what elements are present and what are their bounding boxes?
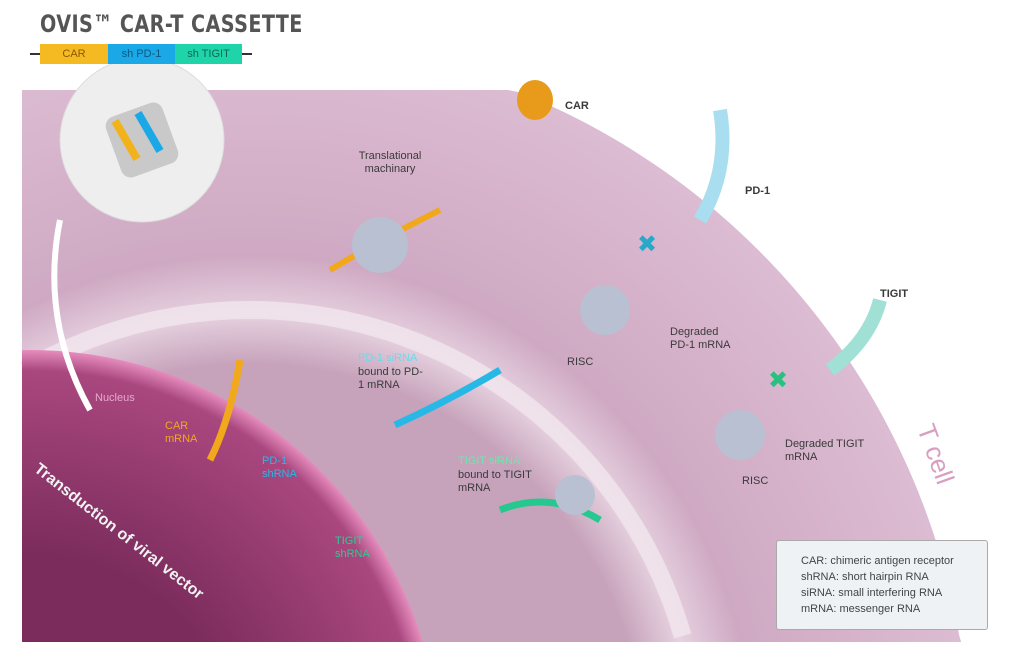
pd1-label: PD-1 <box>745 185 771 197</box>
tigit-bound-label: bound to TIGIT mRNA <box>458 469 532 494</box>
tigit-protein <box>825 298 887 376</box>
legend: CAR: chimeric antigen receptor shRNA: sh… <box>776 540 988 630</box>
cassette-sh-tigit: sh TIGIT <box>175 44 242 64</box>
tigit-shrna-label: TIGIT shRNA <box>335 535 370 560</box>
risc-tigit <box>715 410 765 460</box>
nucleus <box>22 350 440 642</box>
risc-pd1 <box>580 285 630 335</box>
degraded-tigit-label: Degraded TIGIT mRNA <box>785 438 865 463</box>
pd1-sirna-label: PD-1 siRNA <box>358 352 418 364</box>
legend-item: shRNA: short hairpin RNA <box>801 571 929 583</box>
pd1-shrna-label: PD-1 shRNA <box>262 455 297 480</box>
ribosome <box>352 217 408 273</box>
risc-tigit-label: RISC <box>742 475 769 487</box>
cassette-sh-pd1: sh PD-1 <box>108 44 175 64</box>
blocked-tigit-icon: ✖ <box>768 367 788 394</box>
transduction-arrow <box>51 219 93 412</box>
tigit-label: TIGIT <box>880 288 909 300</box>
car-protein <box>517 80 553 120</box>
legend-item: siRNA: small interfering RNA <box>801 587 943 599</box>
cassette-title: OVIS™ CAR-T CASSETTE <box>40 10 303 38</box>
pd1-bound-label: bound to PD-1 mRNA <box>358 366 423 391</box>
cassette-car: CAR <box>40 44 108 64</box>
car-mrna-strand <box>206 359 244 462</box>
translational-label: Translational machinary <box>358 150 422 175</box>
nucleus-label: Nucleus <box>95 392 135 404</box>
tigit-sirna-label: TIGIT siRNA <box>458 455 521 467</box>
blocked-pd1-icon: ✖ <box>637 231 657 258</box>
degraded-pd1-label: Degraded PD-1 mRNA <box>670 326 731 351</box>
legend-item: mRNA: messenger RNA <box>801 603 921 615</box>
pd1-protein <box>693 108 730 224</box>
legend-item: CAR: chimeric antigen receptor <box>801 555 954 567</box>
cell-membrane-ring <box>20 300 692 639</box>
risc-pd1-label: RISC <box>567 356 594 368</box>
car-mrna-label: CAR mRNA <box>165 420 198 445</box>
car-label: CAR <box>565 100 589 112</box>
